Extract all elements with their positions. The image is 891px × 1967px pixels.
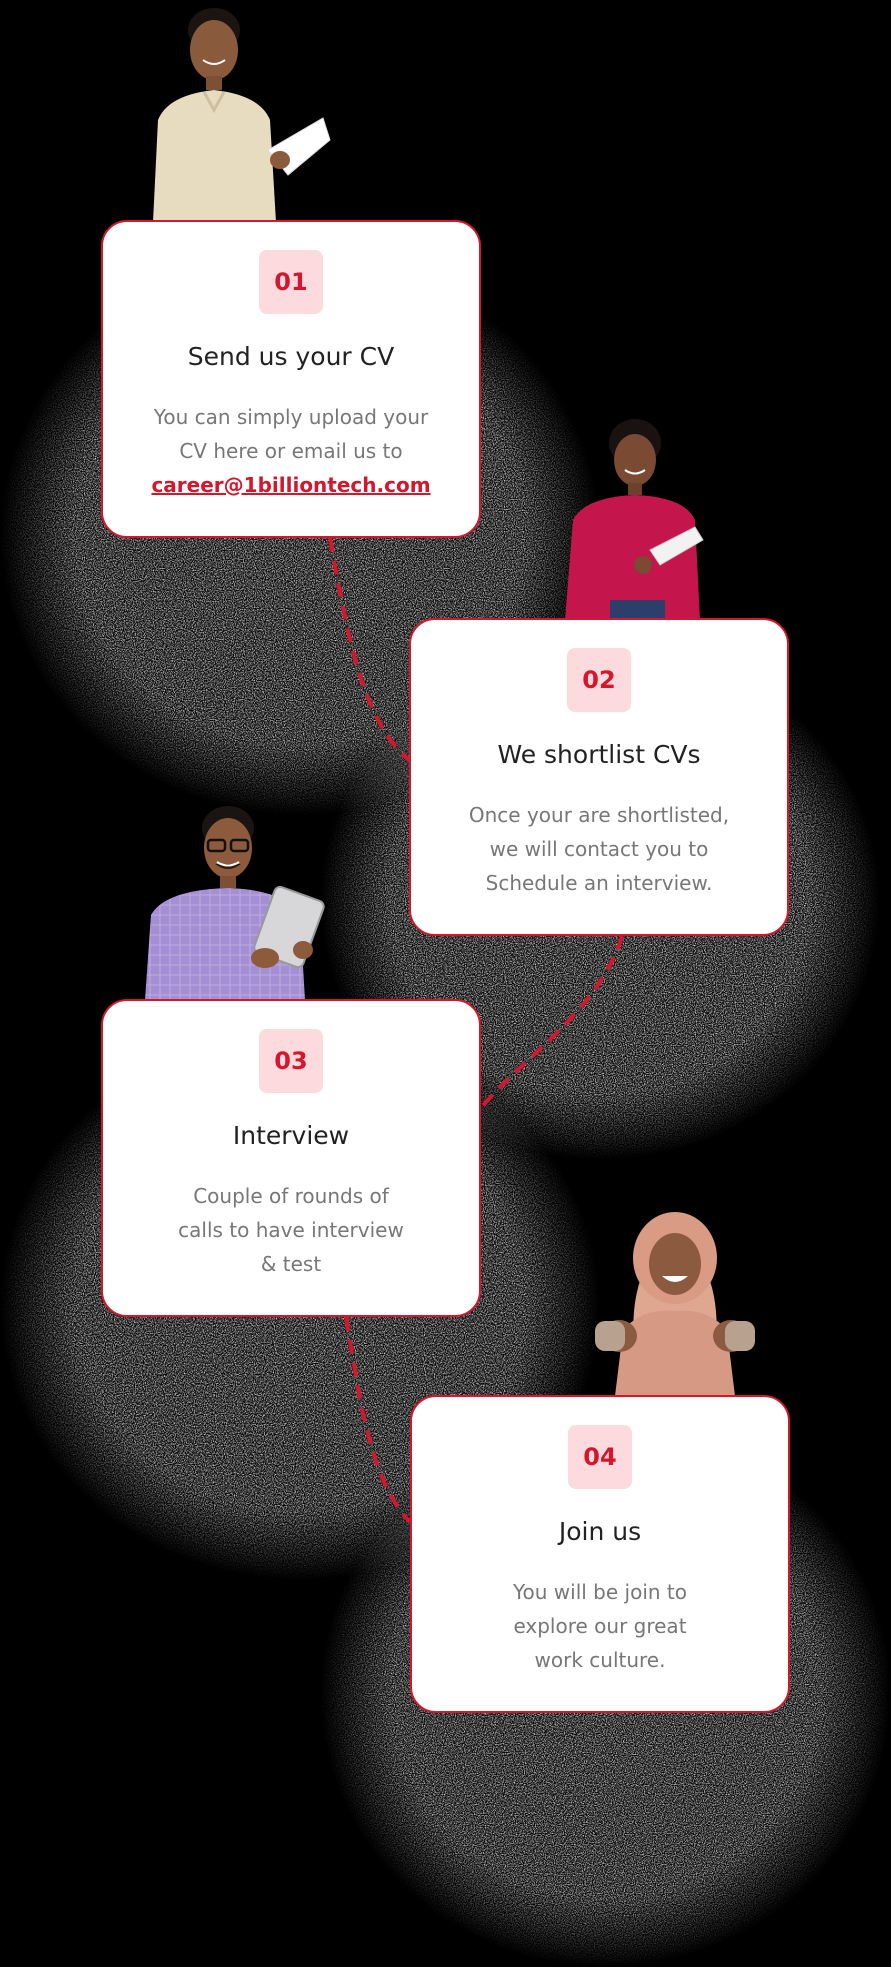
description-line: explore our great	[513, 1614, 687, 1638]
description-line: calls to have interview	[178, 1218, 404, 1242]
description-line: we will contact you to	[489, 837, 709, 861]
career-email-link[interactable]: career@1billiontech.com	[151, 473, 431, 497]
step-title: Join us	[558, 1517, 642, 1546]
step-description: You can simply upload your CV here or em…	[133, 400, 449, 502]
step-description: Once your are shortlisted, we will conta…	[441, 798, 757, 900]
description-line: work culture.	[534, 1648, 666, 1672]
step-title: Send us your CV	[187, 342, 395, 371]
step-number-badge: 04	[568, 1425, 632, 1489]
step-title: We shortlist CVs	[497, 740, 701, 769]
description-line: Couple of rounds of	[193, 1184, 389, 1208]
description-line: Once your are shortlisted,	[468, 803, 730, 827]
step-card-3: 03 Interview Couple of rounds of calls t…	[101, 999, 481, 1317]
person-photo-2	[555, 415, 705, 620]
description-line: You can simply upload your	[153, 405, 429, 429]
step-number-badge: 02	[567, 648, 631, 712]
step-description: You will be join to explore our great wo…	[442, 1575, 758, 1677]
description-line: CV here or email us to	[179, 439, 403, 463]
description-line: & test	[260, 1252, 322, 1276]
description-line: You will be join to	[512, 1580, 688, 1604]
person-photo-1	[148, 0, 338, 222]
description-line: Schedule an interview.	[485, 871, 713, 895]
person-photo-3	[145, 800, 335, 1000]
step-number-badge: 01	[259, 250, 323, 314]
step-card-2: 02 We shortlist CVs Once your are shortl…	[409, 618, 789, 936]
step-title: Interview	[232, 1121, 350, 1150]
step-number-badge: 03	[259, 1029, 323, 1093]
person-photo-4	[595, 1206, 765, 1396]
step-card-1: 01 Send us your CV You can simply upload…	[101, 220, 481, 538]
step-card-4: 04 Join us You will be join to explore o…	[410, 1395, 790, 1713]
step-description: Couple of rounds of calls to have interv…	[133, 1179, 449, 1281]
